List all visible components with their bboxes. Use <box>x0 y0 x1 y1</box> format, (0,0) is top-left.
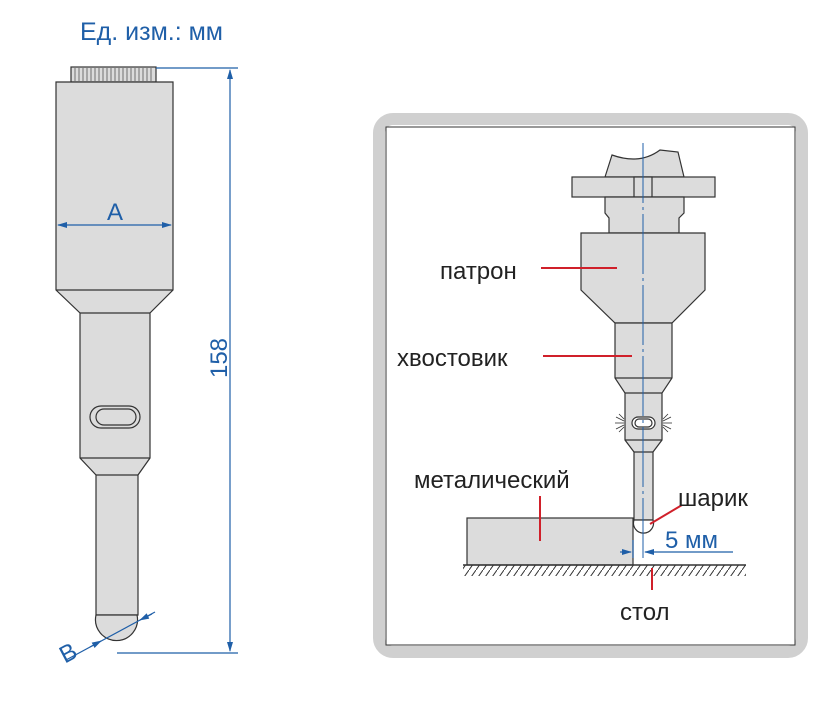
table-hatching <box>463 565 746 576</box>
length-dimension-label: 158 <box>206 338 233 378</box>
label-metal: металический <box>414 467 570 494</box>
label-shank: хвостовик <box>397 345 508 372</box>
vibration-marks <box>615 413 672 433</box>
label-chuck: патрон <box>440 258 517 285</box>
ball-tip <box>94 614 139 642</box>
label-table: стол <box>620 599 670 626</box>
knurl-lines <box>74 68 152 81</box>
collar <box>604 196 685 234</box>
dimension-a-label: A <box>107 199 123 226</box>
spindle <box>604 149 685 178</box>
probe-drawing <box>55 66 174 642</box>
label-offset: 5 мм <box>665 527 718 554</box>
offset-dimension <box>620 540 733 558</box>
slot-inner <box>95 408 137 426</box>
label-ball: шарик <box>678 485 748 512</box>
units-label: Ед. изм.: мм <box>80 18 223 46</box>
probe-body <box>55 81 174 616</box>
metal-workpiece <box>466 517 634 566</box>
leader-lines <box>539 267 683 590</box>
dimension-lines <box>57 67 238 661</box>
